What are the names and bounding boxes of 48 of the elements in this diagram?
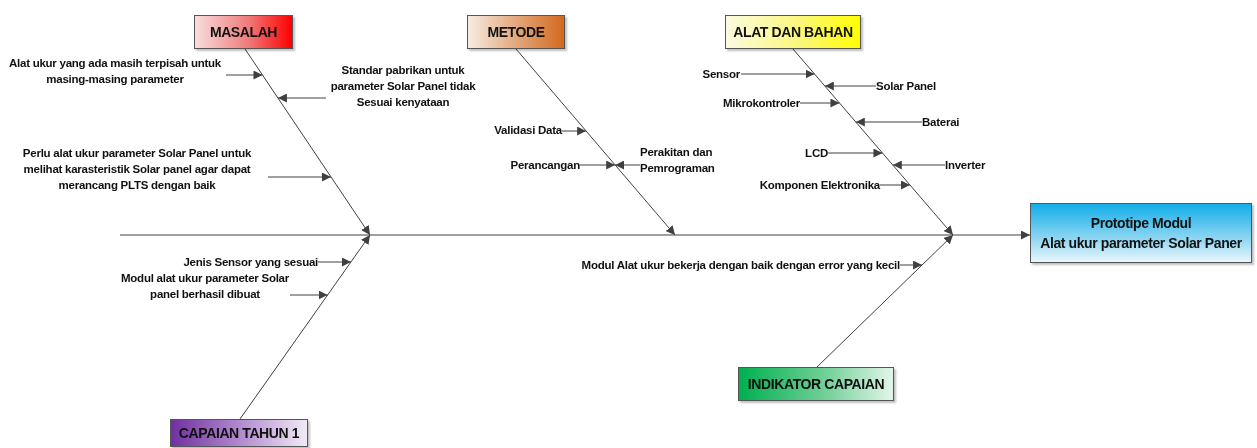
- cause-text: Modul alat ukur parameter Solar panel berhasil dibuat: [120, 270, 290, 302]
- arrow: [353, 234, 371, 259]
- arrow: [277, 93, 327, 103]
- cause-text: Sensor: [702, 66, 740, 82]
- arrow: [855, 117, 923, 127]
- arrow: [827, 148, 883, 158]
- arrow: [561, 126, 587, 136]
- arrow: [317, 257, 352, 267]
- cause-text: Alat ukur yang ada masih terpisah untuk masing-masing parameter: [4, 55, 226, 87]
- effect-box: [1030, 203, 1252, 263]
- cause-text: Modul Alat ukur bekerja dengan baik dengan error yang kecil: [581, 257, 900, 273]
- cause-text: Jenis Sensor yang sesuai: [183, 254, 318, 270]
- cause-text: Standar pabrikan untuk parameter Solar Panel tidak Sesuai kenyataan: [326, 62, 480, 110]
- arrow: [579, 160, 616, 170]
- category-box: INDIKATOR CAPAIAN: [738, 367, 894, 401]
- effect-title: Prototipe Modul: [1090, 214, 1192, 233]
- cause-text: Komponen Elektronika: [759, 177, 880, 193]
- arrow: [899, 260, 923, 270]
- cause-text: Perakitan dan Pemrograman: [640, 144, 732, 176]
- cause-text: Validasi Data: [494, 122, 562, 138]
- spine-line: [119, 234, 954, 236]
- category-box: ALAT DAN BAHAN: [725, 15, 861, 49]
- cause-text: Baterai: [922, 114, 960, 130]
- cause-text: LCD: [805, 145, 828, 161]
- arrow: [614, 160, 641, 170]
- arrow: [799, 98, 840, 108]
- cause-text: Mikrokontroler: [723, 95, 800, 111]
- effect-text: Alat ukur parameter Solar Paner: [1040, 234, 1242, 253]
- cause-text: Solar Panel: [876, 78, 936, 94]
- category-box: MASALAH: [194, 15, 293, 49]
- cause-text: Inverter: [945, 157, 986, 173]
- category-box: CAPAIAN TAHUN 1: [170, 419, 308, 447]
- arrow: [352, 209, 371, 236]
- arrow: [225, 70, 263, 80]
- cause-text: Perlu alat ukur parameter Solar Panel untuk melihat karasteristik Solar panel agar dapat merancang PLTS dengan baik: [6, 145, 268, 193]
- arrow: [892, 160, 946, 170]
- arrow: [740, 69, 815, 79]
- arrow: [655, 211, 676, 236]
- category-box: METODE: [467, 15, 565, 49]
- bone-line: [816, 255, 932, 368]
- arrow: [289, 290, 329, 300]
- arrow: [932, 211, 954, 236]
- arrow: [930, 234, 954, 257]
- cause-text: Perancangan: [510, 157, 580, 173]
- arrow: [952, 230, 1031, 240]
- arrow: [879, 180, 911, 190]
- arrow: [824, 81, 877, 91]
- arrow: [267, 172, 332, 182]
